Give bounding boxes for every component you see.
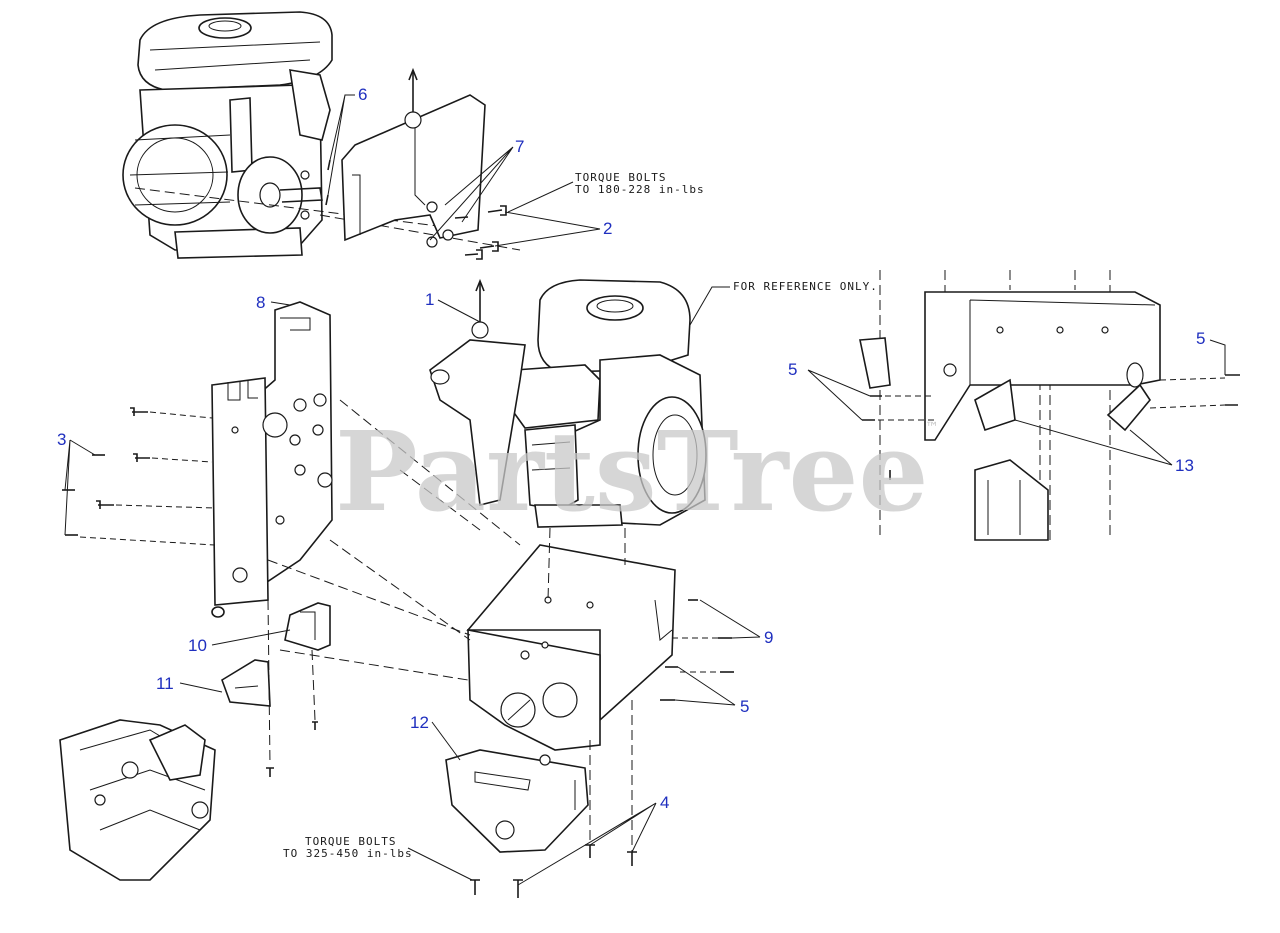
callout-5-bottom: 5 (740, 697, 749, 716)
left-frame-plate (62, 301, 333, 618)
callout-13: 13 (1175, 456, 1194, 475)
callout-4: 4 (660, 793, 669, 812)
callout-8: 8 (256, 293, 265, 312)
small-brackets (221, 599, 331, 777)
torque-note-bottom-line2: TO 325-450 in-lbs (283, 847, 413, 860)
callout-10: 10 (188, 636, 207, 655)
inset-frame-view (859, 270, 1240, 541)
watermark-trademark: ™ (925, 420, 939, 436)
reference-note: FOR REFERENCE ONLY. (733, 280, 878, 293)
callout-leaders (64, 94, 1226, 886)
top-engine-assembly (122, 11, 521, 260)
callout-12: 12 (410, 713, 429, 732)
callout-1: 1 (425, 290, 434, 309)
side-bolts (660, 599, 734, 701)
callout-6: 6 (358, 85, 367, 104)
torque-note-top-line1: TORQUE BOLTS (575, 171, 666, 184)
lower-bracket (445, 700, 637, 898)
small-iso-view (59, 719, 216, 881)
torque-note-top-line2: TO 180-228 in-lbs (575, 183, 705, 196)
callout-3: 3 (57, 430, 66, 449)
callout-5-right: 5 (1196, 329, 1205, 348)
callout-5-left: 5 (788, 360, 797, 379)
callout-11: 11 (156, 674, 174, 693)
torque-note-bottom-line1: TORQUE BOLTS (305, 835, 396, 848)
callout-9: 9 (764, 628, 773, 647)
central-frame-box (267, 399, 676, 751)
watermark-text: PartsTree (335, 407, 929, 536)
callout-2: 2 (603, 219, 612, 238)
callout-numbers: 6 7 2 1 8 3 9 5 10 11 12 4 5 5 13 (57, 85, 1205, 812)
center-engine (429, 278, 707, 528)
callout-7: 7 (515, 137, 524, 156)
